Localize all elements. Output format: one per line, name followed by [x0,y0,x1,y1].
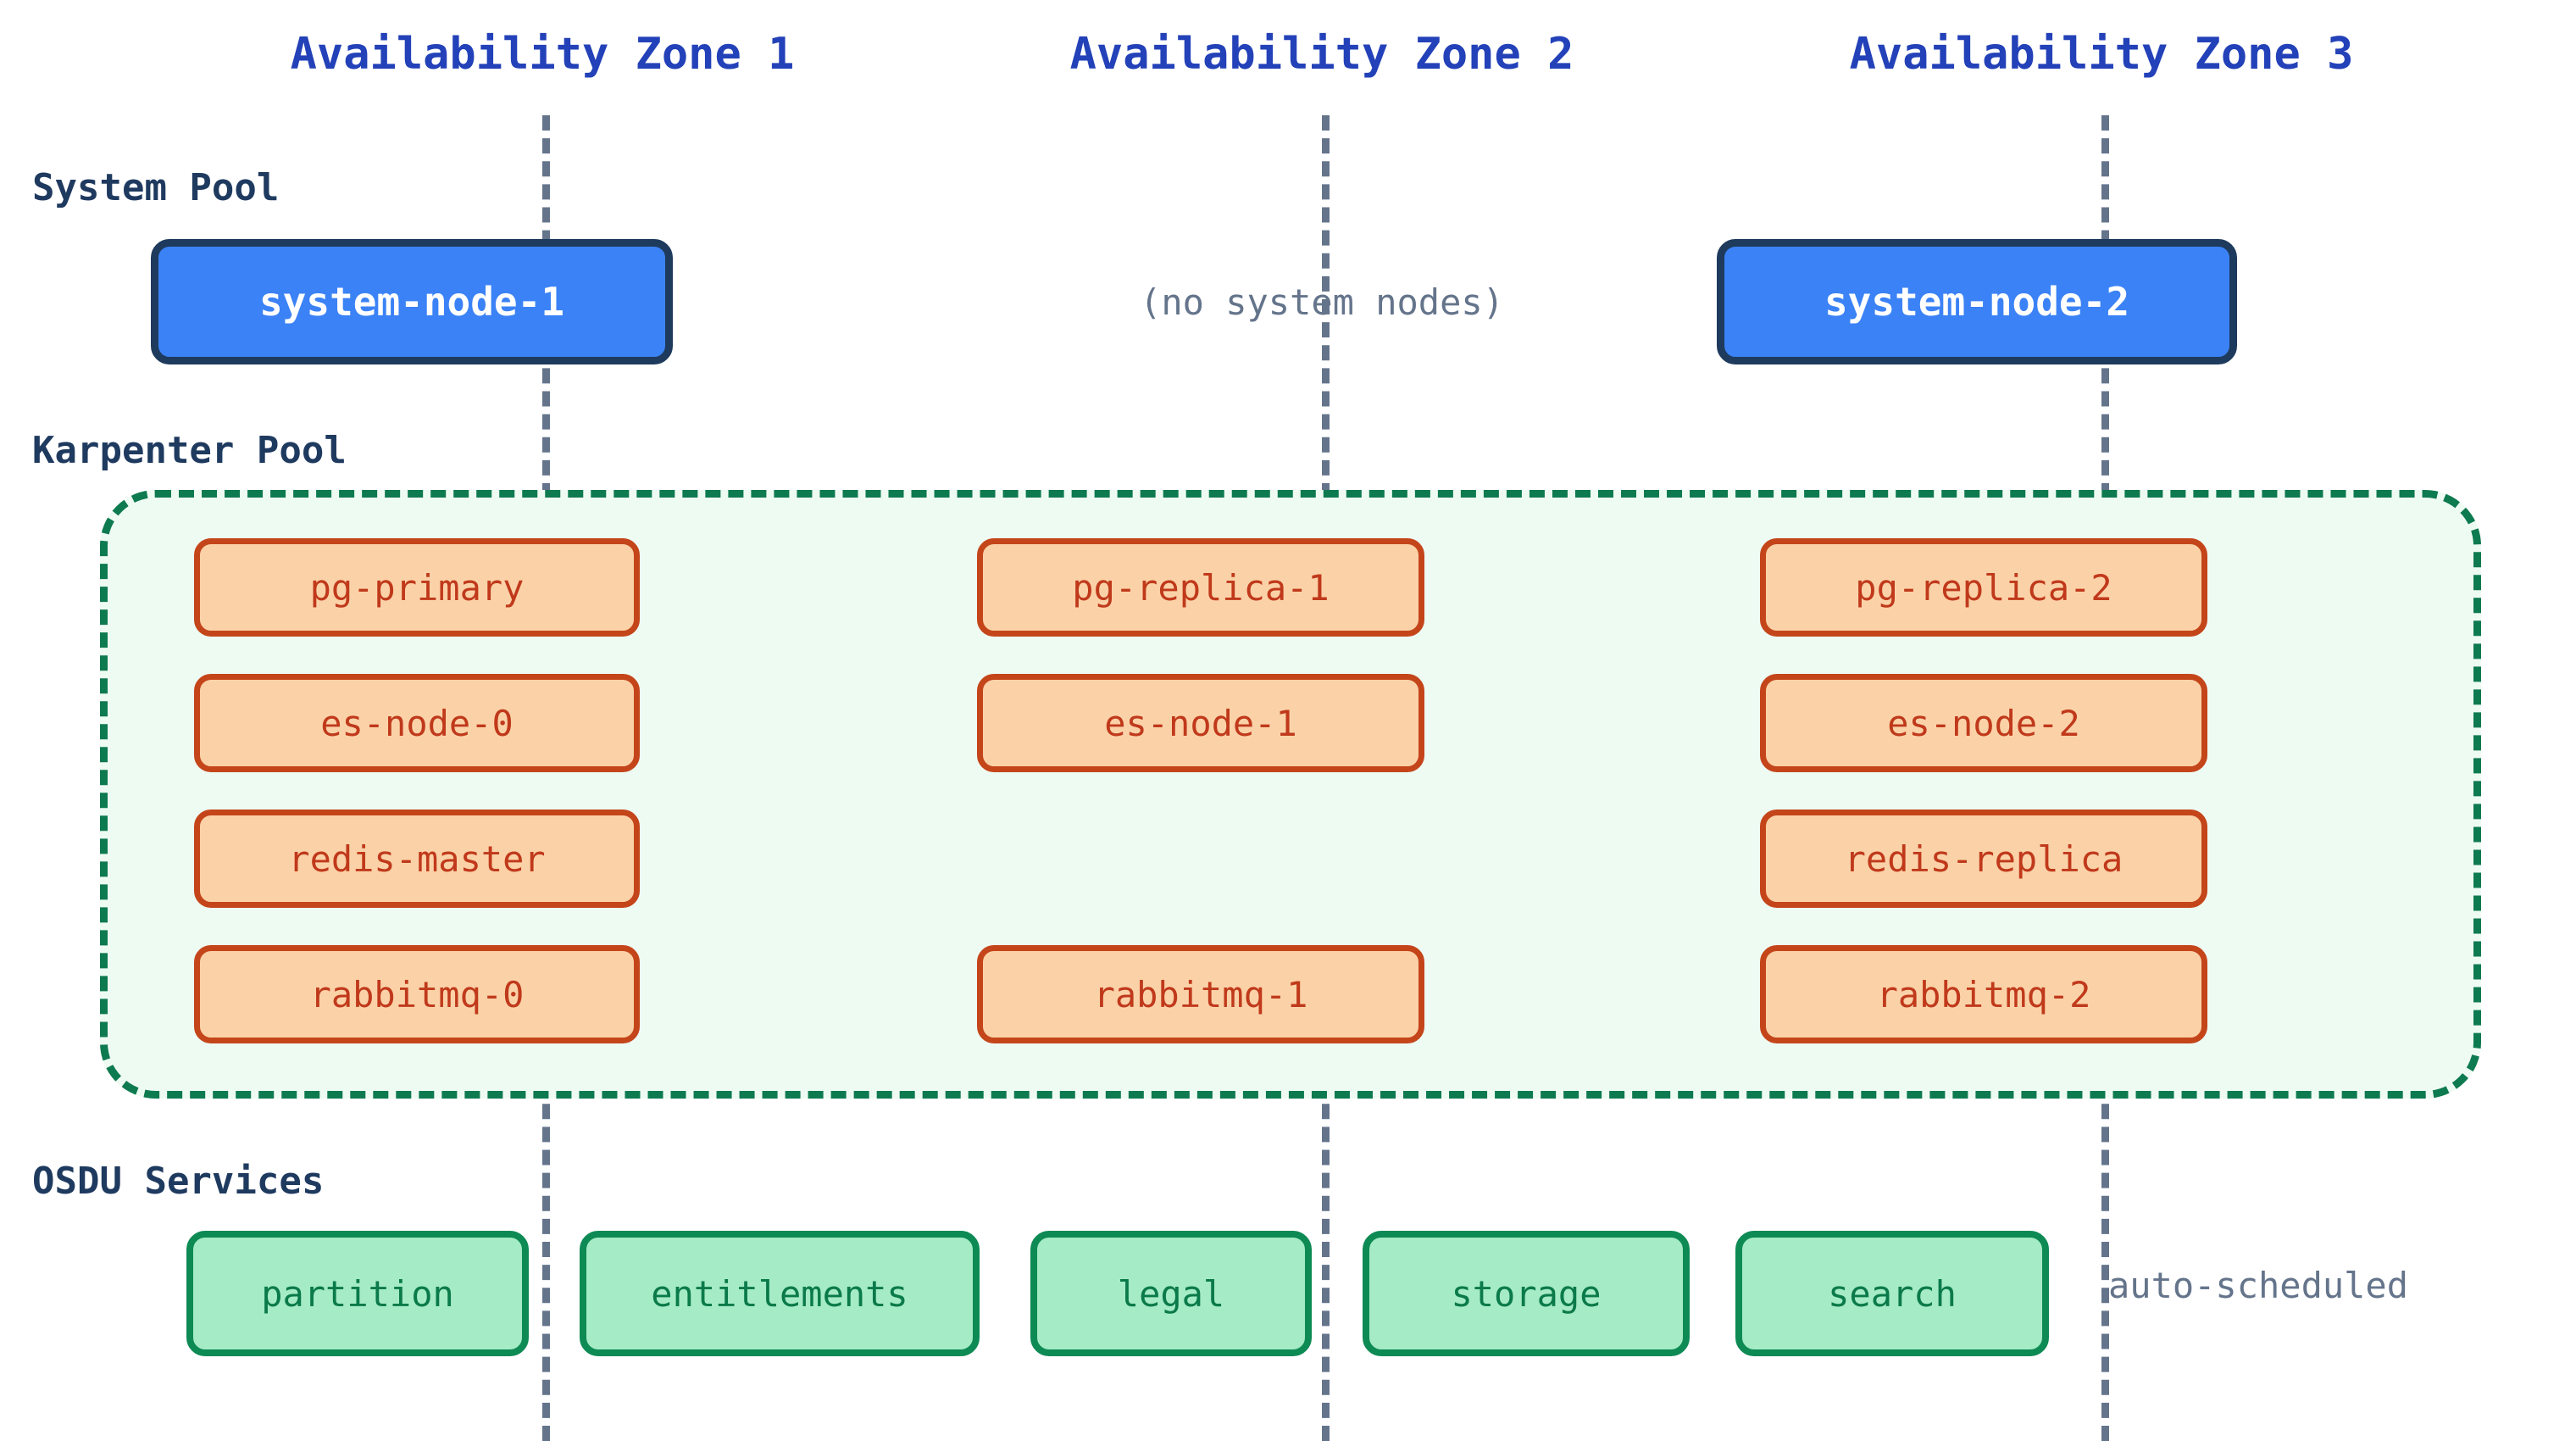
pod-pg-replica-2[interactable]: pg-replica-2 [1760,538,2207,637]
karpenter-pool-container: pg-primary pg-replica-1 pg-replica-2 es-… [100,490,2481,1099]
az-header-3: Availability Zone 3 [1849,29,2354,80]
service-partition[interactable]: partition [186,1231,529,1356]
system-node-1[interactable]: system-node-1 [151,239,673,364]
pod-pg-replica-1[interactable]: pg-replica-1 [977,538,1424,637]
az-header-2: Availability Zone 2 [1069,29,1574,80]
pod-redis-replica[interactable]: redis-replica [1760,810,2207,908]
service-legal[interactable]: legal [1030,1231,1312,1356]
pod-rabbitmq-1[interactable]: rabbitmq-1 [977,945,1424,1043]
pod-es-node-2[interactable]: es-node-2 [1760,674,2207,772]
pod-rabbitmq-0[interactable]: rabbitmq-0 [194,945,640,1043]
az-header-1: Availability Zone 1 [290,29,795,80]
pod-rabbitmq-2[interactable]: rabbitmq-2 [1760,945,2207,1043]
service-entitlements[interactable]: entitlements [580,1231,980,1356]
pod-es-node-0[interactable]: es-node-0 [194,674,640,772]
pod-es-node-1[interactable]: es-node-1 [977,674,1424,772]
no-system-nodes-note: (no system nodes) [1140,281,1504,323]
service-storage[interactable]: storage [1363,1231,1690,1356]
row-label-karpenter-pool: Karpenter Pool [32,429,347,472]
auto-scheduled-note: auto-scheduled [2108,1265,2409,1306]
pod-pg-primary[interactable]: pg-primary [194,538,640,637]
pod-redis-master[interactable]: redis-master [194,810,640,908]
row-label-osdu-services: OSDU Services [32,1160,325,1203]
row-label-system-pool: System Pool [32,166,280,209]
service-search[interactable]: search [1735,1231,2049,1356]
system-node-2[interactable]: system-node-2 [1717,239,2237,364]
